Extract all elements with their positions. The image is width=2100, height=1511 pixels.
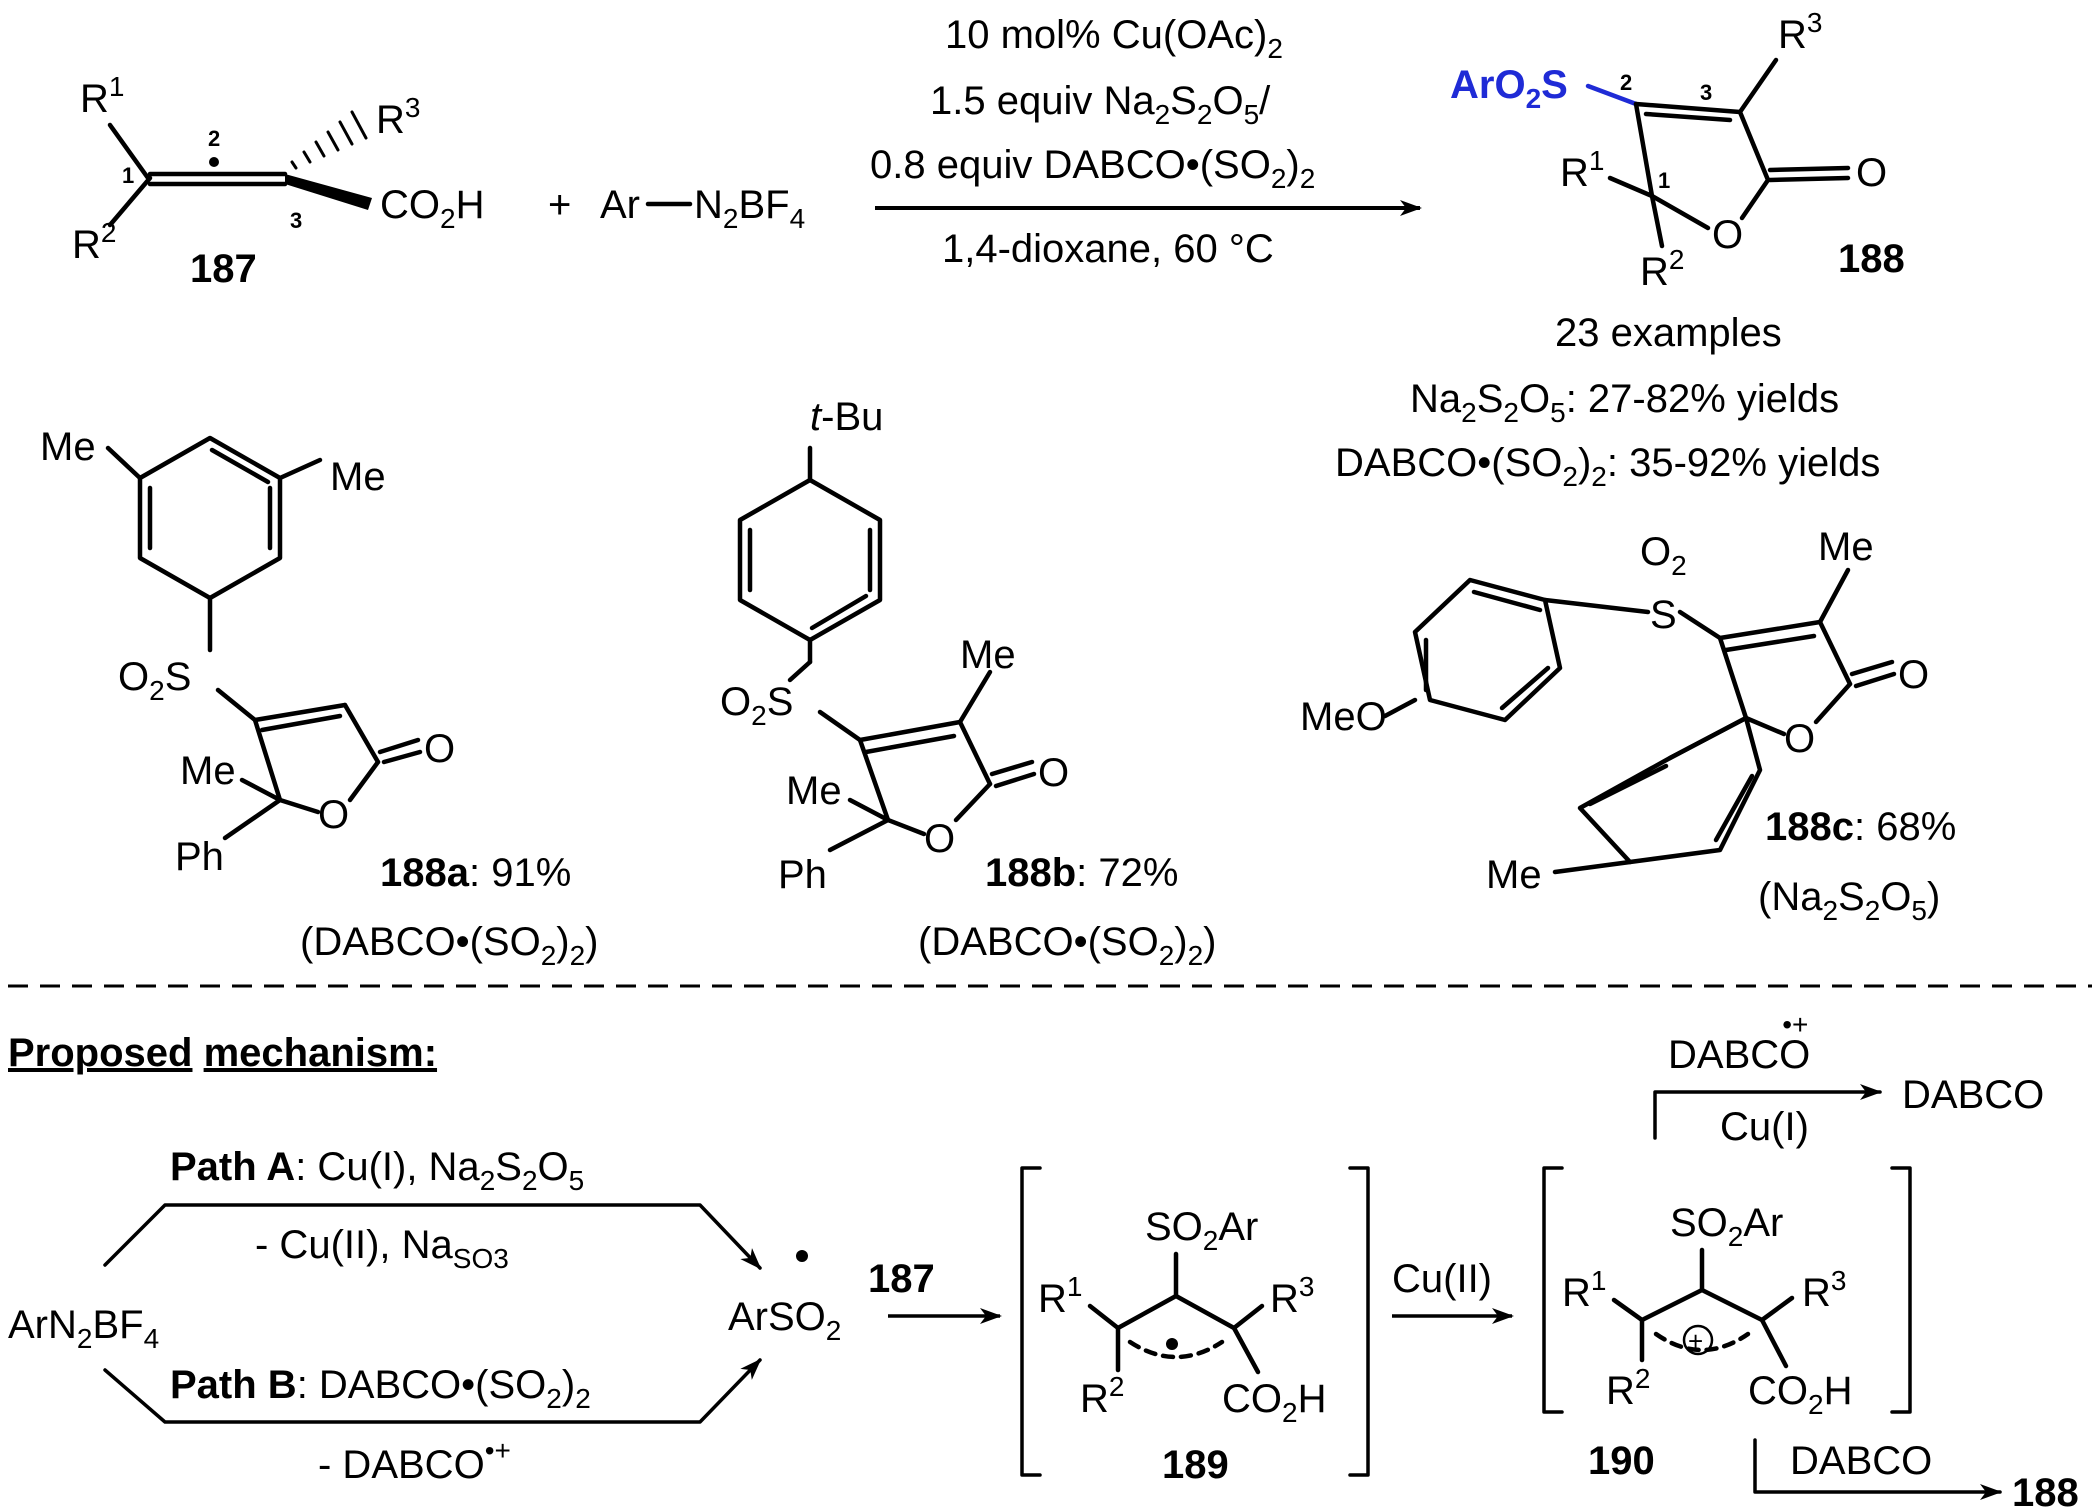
final-reagent: DABCO <box>1790 1439 1932 1483</box>
allene-187: R1 2 1 3 R3 CO2H R2 187 <box>72 71 484 291</box>
svg-text:1.5 equiv Na2S2O5/: 1.5 equiv Na2S2O5/ <box>930 79 1271 130</box>
svg-text:O: O <box>1038 751 1069 795</box>
svg-text:190: 190 <box>1588 1439 1655 1483</box>
step2-reagent: Cu(II) <box>1392 1257 1492 1301</box>
sulfonyl-radical: ArSO2 <box>728 1295 841 1346</box>
svg-text:Me: Me <box>1818 525 1874 569</box>
hashed-wedge <box>290 110 368 170</box>
svg-text:SO2Ar: SO2Ar <box>1670 1201 1783 1252</box>
top-reagent-cu-i: Cu(I) <box>1720 1105 1809 1149</box>
svg-text:O: O <box>1856 151 1887 195</box>
svg-text:Me: Me <box>960 633 1016 677</box>
intermediate-189: SO2Ar R1 R2 R3 CO2H 189 <box>1020 1166 1370 1487</box>
svg-text:1: 1 <box>1658 168 1670 193</box>
mechanism-heading: Proposed mechanism: <box>8 1031 437 1075</box>
intermediate-190: SO2Ar + R1 R2 R3 CO2H 190 <box>1542 1166 1912 1483</box>
svg-text:O: O <box>1784 717 1815 761</box>
svg-text:Me: Me <box>330 455 386 499</box>
svg-text:CO2H: CO2H <box>1222 1377 1326 1428</box>
top-product-dabco: DABCO <box>1902 1073 2044 1117</box>
svg-text:CO2H: CO2H <box>1748 1369 1852 1420</box>
svg-text:+: + <box>1688 1326 1703 1356</box>
compound-label-187: 187 <box>190 247 257 291</box>
svg-text:188c: 68%: 188c: 68% <box>1765 805 1956 849</box>
product-group: ArO2S <box>1450 63 1568 114</box>
svg-text:Ar: Ar <box>600 183 640 227</box>
svg-text:R3: R3 <box>1270 1271 1314 1321</box>
svg-text:O2S: O2S <box>720 680 793 731</box>
svg-text:2: 2 <box>1620 70 1632 95</box>
svg-text:(DABCO•(SO2)2): (DABCO•(SO2)2) <box>300 920 599 971</box>
svg-text:188b: 72%: 188b: 72% <box>985 851 1178 895</box>
svg-text:R2: R2 <box>1080 1371 1124 1421</box>
path-a-reagents: Path A: Cu(I), Na2S2O5 <box>170 1145 584 1196</box>
svg-text:O: O <box>1712 213 1743 257</box>
svg-text:R3: R3 <box>1802 1265 1846 1315</box>
product-188: ArO2S 2 3 R3 O O 1 R1 R2 188 <box>1450 7 1905 294</box>
svg-text:188a: 91%: 188a: 91% <box>380 851 571 895</box>
svg-text:SO2Ar: SO2Ar <box>1145 1205 1258 1256</box>
svg-text:R1: R1 <box>1562 1265 1606 1315</box>
svg-text:N2BF4: N2BF4 <box>694 183 805 234</box>
example-188b-structure: t-Bu O2S Me O O Me Ph 188b: 72% (DABCO•(… <box>720 395 1217 971</box>
svg-text:189: 189 <box>1162 1443 1229 1487</box>
top-reagent-dabco-radical-cation: DABCO•+ <box>1668 1009 1810 1077</box>
svg-text:Me: Me <box>180 749 236 793</box>
svg-text:3: 3 <box>1700 80 1712 105</box>
yield-range-na2s2o5: Na2S2O5: 27-82% yields <box>1410 377 1839 428</box>
svg-text:Me: Me <box>40 425 96 469</box>
svg-text:Ph: Ph <box>175 835 224 879</box>
svg-text:Me: Me <box>1486 853 1542 897</box>
svg-text:R3: R3 <box>1778 7 1822 57</box>
svg-text:1,4-dioxane, 60 °C: 1,4-dioxane, 60 °C <box>942 227 1274 271</box>
final-product: 188 <box>2012 1471 2079 1511</box>
svg-text:Ph: Ph <box>778 853 827 897</box>
path-b-byproduct: - DABCO•+ <box>318 1435 511 1487</box>
svg-text:O2S: O2S <box>118 655 191 706</box>
svg-text:(Na2S2O5): (Na2S2O5) <box>1758 875 1940 926</box>
svg-text:R1: R1 <box>1560 145 1604 195</box>
svg-text:Me: Me <box>786 769 842 813</box>
path-b-reagents: Path B: DABCO•(SO2)2 <box>170 1363 591 1414</box>
svg-text:1: 1 <box>122 163 134 188</box>
svg-text:2: 2 <box>208 126 220 151</box>
yield-range-dabco: DABCO•(SO2)2: 35-92% yields <box>1335 441 1880 492</box>
example-188a-structure: Me Me O2S O O Me Ph 188a: 91% (DABCO•(SO… <box>40 425 599 971</box>
example-188c-structure: O2 S MeO Me O O Me 188c: 68% (Na2S2O5) <box>1300 525 1956 926</box>
svg-text:S: S <box>1650 593 1677 637</box>
diazonium-reagent: Ar N2BF4 <box>600 183 805 234</box>
svg-text:R3: R3 <box>376 92 420 142</box>
svg-text:CO2H: CO2H <box>380 183 484 234</box>
svg-text:R1: R1 <box>80 71 124 121</box>
compound-label-188: 188 <box>1838 237 1905 281</box>
reaction-conditions: 10 mol% Cu(OAc)2 1.5 equiv Na2S2O5/ 0.8 … <box>870 13 1422 271</box>
svg-text:10 mol% Cu(OAc)2: 10 mol% Cu(OAc)2 <box>945 13 1283 64</box>
plus-sign: + <box>548 183 571 227</box>
svg-text:O: O <box>424 727 455 771</box>
start-arn2bf4: ArN2BF4 <box>8 1303 159 1354</box>
svg-text:MeO: MeO <box>1300 695 1387 739</box>
svg-text:R2: R2 <box>1606 1363 1650 1413</box>
path-a-byproducts: - Cu(II), NaSO3 <box>255 1223 509 1274</box>
svg-text:R2: R2 <box>1640 244 1684 294</box>
step1-reagent: 187 <box>868 1257 935 1301</box>
svg-text:R1: R1 <box>1038 1271 1082 1321</box>
svg-text:O: O <box>924 817 955 861</box>
svg-text:O2: O2 <box>1640 530 1687 581</box>
svg-text:R2: R2 <box>72 217 116 267</box>
svg-text:(DABCO•(SO2)2): (DABCO•(SO2)2) <box>918 920 1217 971</box>
svg-text:t-Bu: t-Bu <box>810 395 883 439</box>
svg-text:O: O <box>318 793 349 837</box>
svg-text:O: O <box>1898 653 1929 697</box>
svg-text:0.8 equiv DABCO•(SO2)2: 0.8 equiv DABCO•(SO2)2 <box>870 143 1315 194</box>
examples-count: 23 examples <box>1555 311 1782 355</box>
svg-text:3: 3 <box>290 208 302 233</box>
